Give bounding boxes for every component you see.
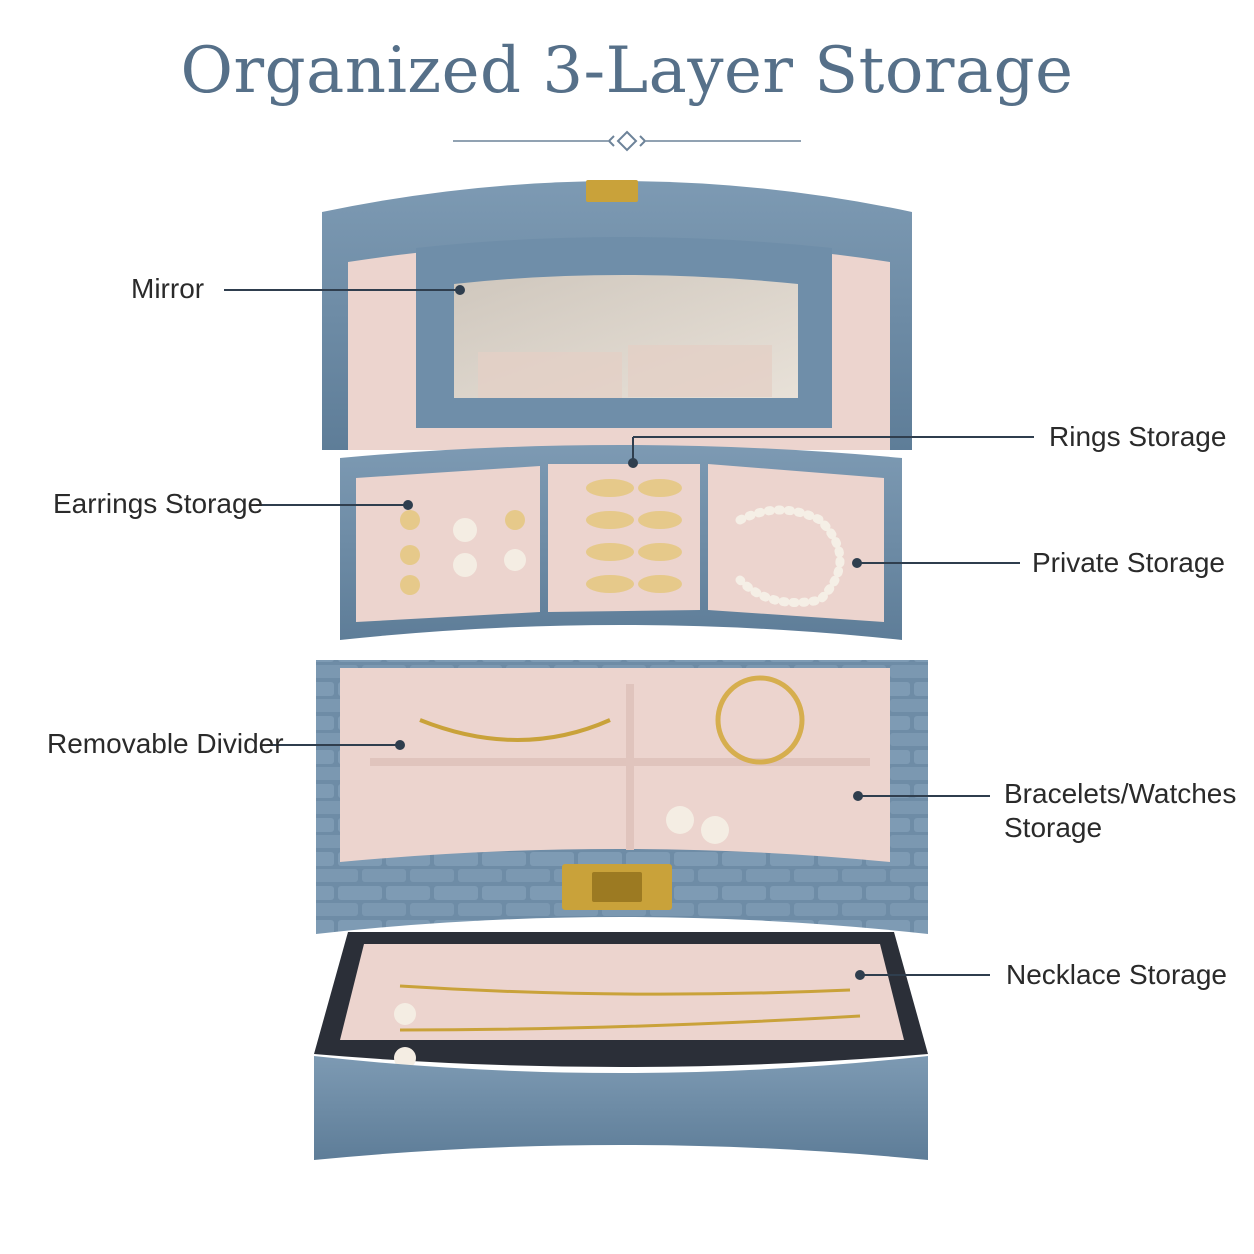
title-divider-ornament [453, 130, 801, 152]
label-earrings-storage: Earrings Storage [53, 488, 264, 519]
label-mirror: Mirror [131, 273, 205, 304]
label-removable-divider: Removable Divider [47, 728, 284, 759]
label-bracelets-watches-storage: Bracelets/Watches Storage [1004, 778, 1237, 843]
bottom-drawer [314, 932, 928, 1160]
private-compartment [708, 464, 884, 622]
mirror [416, 237, 832, 428]
label-rings-storage: Rings Storage [1049, 421, 1227, 452]
middle-layer [316, 660, 928, 934]
label-private-storage: Private Storage [1032, 547, 1225, 578]
rings-compartment [548, 464, 700, 612]
lid-clasp [586, 180, 638, 202]
page-title: Organized 3-Layer Storage [180, 34, 1074, 108]
label-necklace-storage: Necklace Storage [1006, 959, 1228, 990]
